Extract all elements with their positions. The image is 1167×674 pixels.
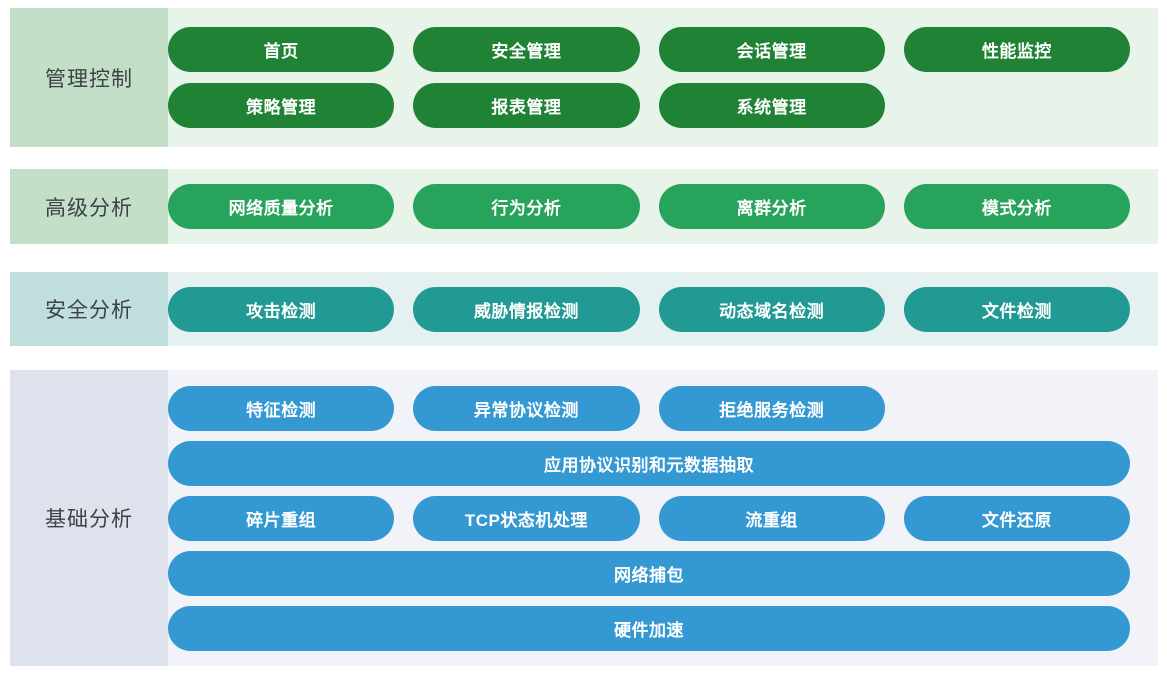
layer-label-management-control: 管理控制 (10, 8, 168, 147)
module-pill[interactable]: 网络捕包 (168, 550, 1130, 596)
pill-row: 攻击检测威胁情报检测动态域名检测文件检测 (168, 286, 1130, 332)
module-pill[interactable]: 会话管理 (658, 27, 885, 72)
module-pill[interactable]: 攻击检测 (168, 286, 395, 332)
layer-label-security-analysis: 安全分析 (10, 272, 168, 346)
module-pill[interactable]: 文件还原 (903, 495, 1130, 541)
layer-body-security-analysis: 攻击检测威胁情报检测动态域名检测文件检测 (168, 272, 1158, 346)
layer-band-security-analysis: 安全分析攻击检测威胁情报检测动态域名检测文件检测 (10, 272, 1158, 346)
pill-row: 网络捕包 (168, 550, 1130, 596)
module-pill[interactable]: 策略管理 (168, 83, 395, 128)
layer-label-advanced-analysis: 高级分析 (10, 169, 168, 244)
module-pill[interactable]: 首页 (168, 27, 395, 72)
module-pill[interactable]: 模式分析 (903, 184, 1130, 229)
layer-label-basic-analysis: 基础分析 (10, 370, 168, 666)
pill-row: 碎片重组 TCP状态机处理流重组文件还原 (168, 495, 1130, 541)
module-pill[interactable]: 文件检测 (903, 286, 1130, 332)
module-pill[interactable]: 应用协议识别和元数据抽取 (168, 440, 1130, 486)
pill-row: 首页安全管理会话管理性能监控 (168, 27, 1130, 72)
module-pill[interactable]: 离群分析 (658, 184, 885, 229)
module-pill[interactable]: TCP状态机处理 (413, 495, 640, 541)
module-pill[interactable]: 异常协议检测 (413, 385, 640, 431)
module-pill[interactable]: 行为分析 (413, 184, 640, 229)
layer-band-management-control: 管理控制首页安全管理会话管理性能监控策略管理报表管理系统管理 (10, 8, 1158, 147)
layer-body-management-control: 首页安全管理会话管理性能监控策略管理报表管理系统管理 (168, 8, 1158, 147)
layer-body-advanced-analysis: 网络质量分析行为分析离群分析模式分析 (168, 169, 1158, 244)
module-pill[interactable]: 拒绝服务检测 (658, 385, 885, 431)
module-pill[interactable]: 性能监控 (903, 27, 1130, 72)
pill-row: 特征检测异常协议检测拒绝服务检测 (168, 385, 1130, 431)
pill-row: 硬件加速 (168, 605, 1130, 651)
pill-row: 策略管理报表管理系统管理 (168, 83, 1130, 128)
module-pill[interactable]: 网络质量分析 (168, 184, 395, 229)
layer-band-advanced-analysis: 高级分析网络质量分析行为分析离群分析模式分析 (10, 169, 1158, 244)
module-pill[interactable]: 系统管理 (658, 83, 885, 128)
module-pill[interactable]: 流重组 (658, 495, 885, 541)
module-pill[interactable]: 安全管理 (413, 27, 640, 72)
module-pill[interactable]: 报表管理 (413, 83, 640, 128)
pill-row: 应用协议识别和元数据抽取 (168, 440, 1130, 486)
pill-row: 网络质量分析行为分析离群分析模式分析 (168, 184, 1130, 229)
module-pill[interactable]: 动态域名检测 (658, 286, 885, 332)
module-pill[interactable]: 威胁情报检测 (413, 286, 640, 332)
module-pill[interactable]: 碎片重组 (168, 495, 395, 541)
module-pill[interactable]: 特征检测 (168, 385, 395, 431)
module-pill[interactable]: 硬件加速 (168, 605, 1130, 651)
